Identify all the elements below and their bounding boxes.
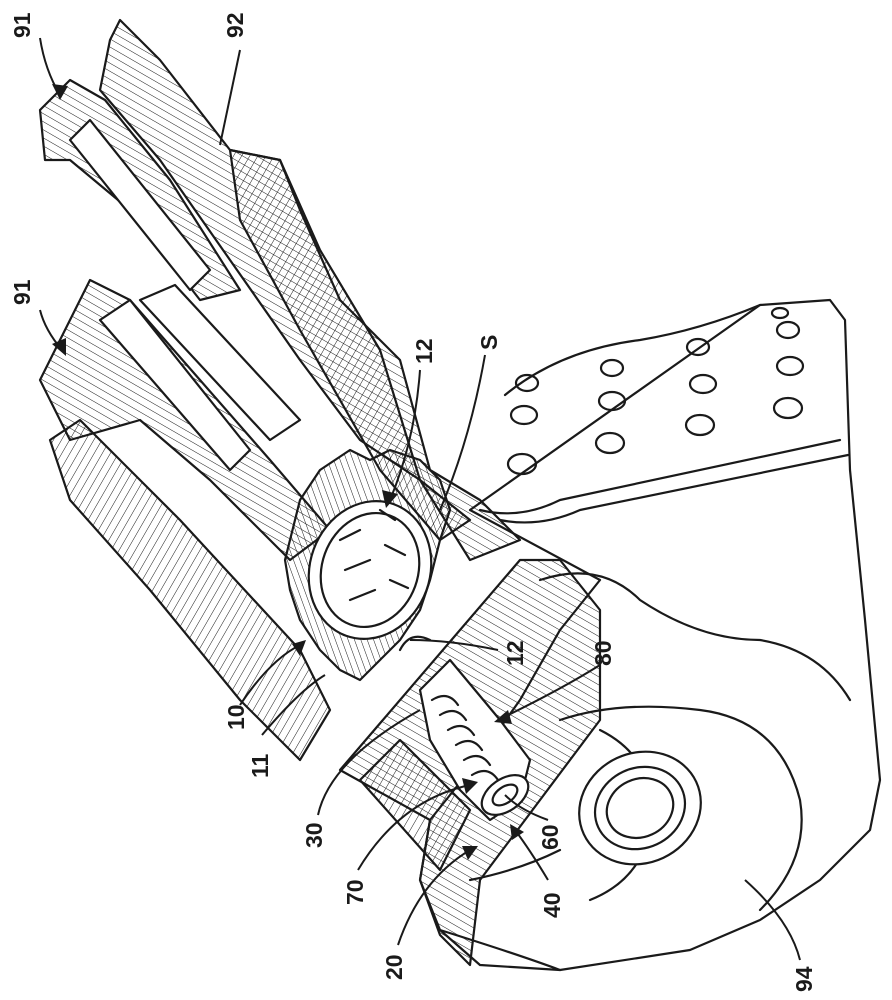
leader-80 — [501, 664, 601, 719]
label-30: 30 — [301, 822, 327, 848]
label-94: 94 — [791, 966, 817, 992]
leader-20 — [397, 849, 471, 946]
leader-10 — [239, 644, 301, 706]
leader-12b — [409, 639, 499, 651]
label-91-upper: 91 — [9, 12, 35, 38]
leader-30 — [317, 709, 421, 816]
housing-92 — [98, 18, 522, 562]
leader-lines — [39, 37, 801, 961]
label-60: 60 — [537, 824, 563, 850]
leader-70 — [357, 784, 471, 871]
label-10: 10 — [223, 704, 249, 730]
label-12-upper: 12 — [411, 338, 437, 364]
label-91-lower: 91 — [9, 279, 35, 305]
reference-labels: 91 92 91 12 S 12 80 10 11 30 60 70 40 20… — [9, 12, 817, 992]
leader-S — [439, 354, 486, 511]
label-20: 20 — [381, 954, 407, 980]
label-11: 11 — [247, 753, 273, 778]
label-92: 92 — [222, 12, 248, 38]
rail-91-upper — [38, 78, 242, 302]
leader-92 — [219, 49, 241, 146]
leader-12a — [389, 369, 421, 501]
label-70: 70 — [342, 879, 368, 905]
perforation-holes — [506, 306, 805, 476]
label-80: 80 — [590, 640, 616, 666]
label-S: S — [476, 335, 502, 350]
leader-94 — [744, 879, 801, 961]
rail-91-lower — [38, 278, 332, 762]
label-12-lower: 12 — [502, 640, 528, 666]
leader-60 — [504, 794, 549, 821]
pivot-boss — [578, 750, 702, 866]
label-40: 40 — [539, 892, 565, 918]
leader-11 — [261, 674, 326, 736]
gear-ring — [283, 448, 452, 682]
